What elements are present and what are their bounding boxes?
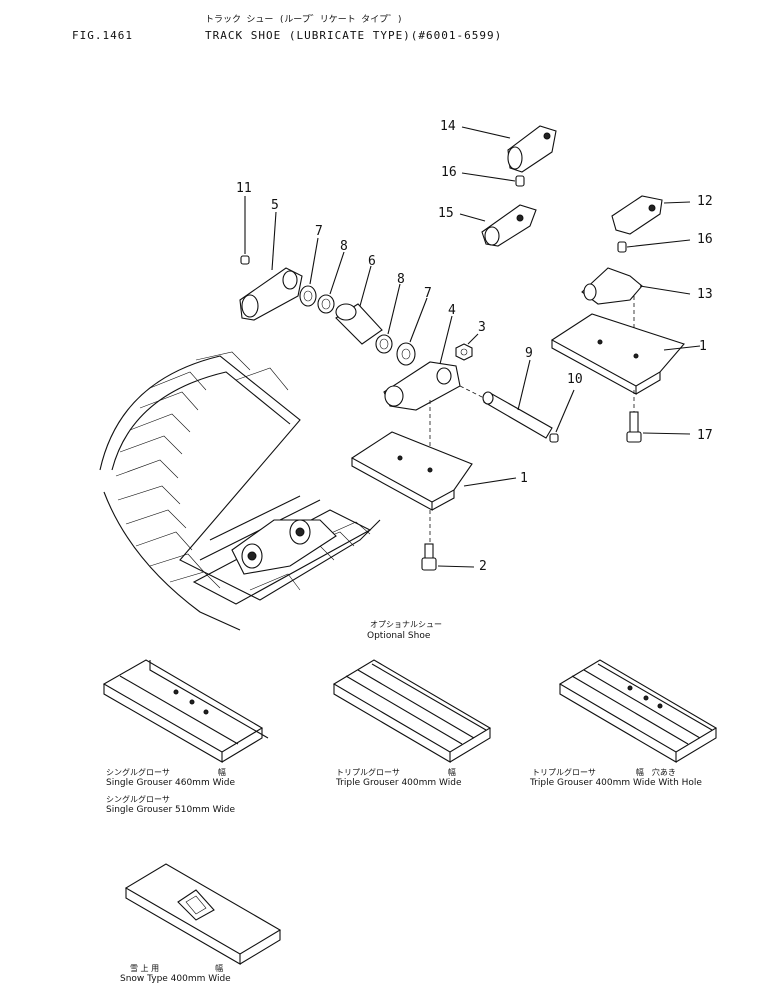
callout-13: 13: [697, 287, 713, 302]
optional-shoe-triple-grouser-hole: [558, 659, 718, 763]
part-4-link[interactable]: [383, 361, 461, 411]
part-16-pin[interactable]: [515, 175, 525, 187]
callout-5: 5: [271, 198, 279, 213]
optional-shoe-triple-grouser: [332, 659, 492, 763]
part-16-pin-right[interactable]: [617, 241, 627, 253]
part-17-bolt[interactable]: [626, 411, 642, 443]
variant-single-510-japanese: シングルグローサ: [106, 795, 170, 804]
part-13-link[interactable]: [581, 267, 643, 305]
part-12-link[interactable]: [611, 195, 663, 235]
variant-snow-japanese: 雪 上 用 幅: [130, 964, 224, 973]
part-6-bushing[interactable]: [335, 303, 383, 345]
optional-shoe-label-japanese: オプショナルシュー: [370, 620, 442, 629]
variant-single-460: Single Grouser 460mm Wide: [106, 778, 236, 788]
callout-3: 3: [478, 320, 486, 335]
part-9-pin[interactable]: [482, 391, 553, 439]
part-3-nut[interactable]: [455, 343, 473, 361]
part-7-seal-left[interactable]: [299, 285, 317, 307]
callout-4: 4: [448, 303, 456, 318]
callout-11: 11: [236, 181, 252, 196]
optional-shoe-label: Optional Shoe: [367, 631, 431, 641]
callout-7-right: 7: [424, 286, 432, 301]
callout-1-left: 1: [520, 471, 528, 486]
part-2-bolt[interactable]: [421, 543, 437, 571]
variant-triple-400-japanese: トリプルグローサ 幅: [336, 768, 456, 777]
callout-9: 9: [525, 346, 533, 361]
callout-6: 6: [368, 254, 376, 269]
callout-16: 16: [441, 165, 457, 180]
part-11-plug[interactable]: [240, 255, 250, 265]
callout-7-left: 7: [315, 224, 323, 239]
variant-single-510: Single Grouser 510mm Wide: [106, 805, 236, 815]
callout-2: 2: [479, 559, 487, 574]
callout-8-left: 8: [340, 239, 348, 254]
part-1-shoe-right[interactable]: [550, 313, 685, 395]
callout-14: 14: [440, 119, 456, 134]
variant-triple-400: Triple Grouser 400mm Wide: [336, 778, 462, 788]
callout-10: 10: [567, 372, 583, 387]
callout-15: 15: [438, 206, 454, 221]
variant-triple-400-hole-japanese: トリプルグローサ 幅 穴あき: [532, 768, 676, 777]
part-5-link[interactable]: [239, 267, 303, 321]
part-1-shoe-left[interactable]: [350, 431, 473, 511]
optional-shoe-single-grouser: [102, 659, 269, 763]
figure-number: FIG.1461: [72, 29, 133, 42]
part-8-bushing-right[interactable]: [375, 334, 393, 354]
part-14-link[interactable]: [507, 125, 557, 173]
optional-shoe-snow-type: [124, 863, 282, 965]
variant-snow: Snow Type 400mm Wide: [120, 974, 231, 984]
variant-triple-400-hole: Triple Grouser 400mm Wide With Hole: [530, 778, 702, 788]
part-15-link[interactable]: [481, 204, 537, 247]
part-10-plug[interactable]: [549, 433, 559, 443]
page-title-japanese: トラック シュー (ループ゛リケート タイプ゛): [205, 15, 403, 25]
page-title: TRACK SHOE (LUBRICATE TYPE)(#6001-6599): [205, 29, 503, 42]
part-8-bushing-left[interactable]: [317, 294, 335, 314]
callout-17: 17: [697, 428, 713, 443]
callout-8-right: 8: [397, 272, 405, 287]
callout-1-right: 1: [699, 339, 707, 354]
variant-single-460-japanese: シングルグローサ 幅: [106, 768, 226, 777]
part-7-seal-right[interactable]: [396, 342, 416, 366]
callout-12: 12: [697, 194, 713, 209]
track-assembly-illustration: [99, 351, 381, 631]
callout-16-right: 16: [697, 232, 713, 247]
